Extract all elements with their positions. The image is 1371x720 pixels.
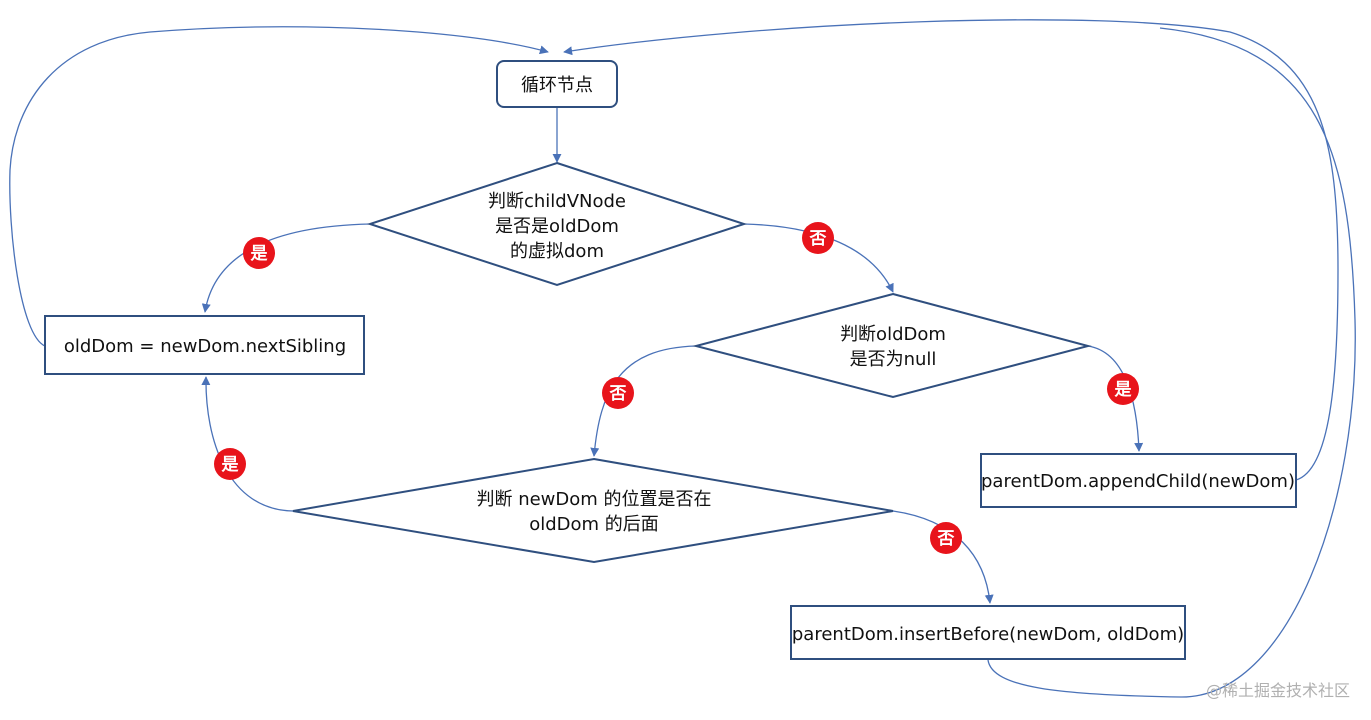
node-append-child-box bbox=[980, 453, 1297, 508]
badge-label: 是 bbox=[222, 455, 239, 475]
badge-circle bbox=[214, 448, 246, 480]
edge-insert-before-to-loop bbox=[987, 27, 1356, 698]
node-is-virtual: 判断childVNode 是否是oldDom 的虚拟dom bbox=[366, 161, 748, 287]
node-is-after-line-1: 判断 newDom 的位置是否在 bbox=[476, 489, 711, 510]
node-is-virtual-line-1: 判断childVNode bbox=[488, 191, 626, 212]
badge-is-virtual-yes: 是 bbox=[243, 237, 275, 269]
edge-is-null-no bbox=[590, 345, 697, 457]
node-is-null: 判断oldDom 是否为null bbox=[692, 292, 1092, 399]
badge-is-null-no: 否 bbox=[602, 377, 634, 409]
badge-label: 否 bbox=[809, 229, 827, 249]
edge-next-sibling-to-loop bbox=[9, 26, 549, 347]
badge-circle bbox=[243, 237, 275, 269]
badge-circle bbox=[930, 522, 962, 554]
badge-label: 是 bbox=[1115, 380, 1132, 400]
node-is-after: 判断 newDom 的位置是否在 oldDom 的后面 bbox=[292, 457, 894, 564]
badge-is-virtual-no: 否 bbox=[802, 222, 834, 254]
node-is-virtual-line-2: 是否是oldDom bbox=[495, 216, 619, 237]
node-append-child-label: parentDom.appendChild(newDom) bbox=[981, 471, 1295, 492]
node-is-after-line-2: oldDom 的后面 bbox=[529, 514, 659, 535]
node-next-sibling: oldDom = newDom.nextSibling bbox=[44, 315, 365, 375]
node-loop: 循环节点 bbox=[496, 60, 618, 108]
edge-is-after-yes bbox=[201, 376, 294, 512]
node-is-after-shape bbox=[292, 457, 894, 564]
node-is-null-line-2: 是否为null bbox=[850, 349, 937, 370]
badge-label: 是 bbox=[251, 244, 268, 264]
node-loop-box bbox=[496, 60, 618, 108]
node-insert-before-box bbox=[790, 605, 1186, 660]
node-next-sibling-label: oldDom = newDom.nextSibling bbox=[64, 336, 346, 357]
badge-circle bbox=[1107, 373, 1139, 405]
badge-circle bbox=[802, 222, 834, 254]
badge-label: 否 bbox=[609, 384, 627, 404]
node-next-sibling-box bbox=[44, 315, 365, 375]
edge-is-virtual-yes bbox=[201, 223, 371, 313]
node-is-virtual-shape bbox=[366, 161, 748, 287]
edge-is-after-no bbox=[892, 510, 994, 604]
badge-label: 否 bbox=[937, 529, 955, 549]
node-insert-before: parentDom.insertBefore(newDom, oldDom) bbox=[790, 605, 1186, 660]
node-is-null-shape bbox=[692, 292, 1092, 399]
badge-is-null-yes: 是 bbox=[1107, 373, 1139, 405]
node-insert-before-label: parentDom.insertBefore(newDom, oldDom) bbox=[792, 624, 1184, 645]
node-append-child: parentDom.appendChild(newDom) bbox=[980, 453, 1297, 508]
badge-is-after-yes: 是 bbox=[214, 448, 246, 480]
node-is-virtual-line-3: 的虚拟dom bbox=[510, 241, 604, 262]
watermark: @稀土掘金技术社区 bbox=[1206, 681, 1350, 700]
edge-append-child-to-loop bbox=[563, 19, 1339, 481]
node-loop-label: 循环节点 bbox=[521, 75, 593, 96]
badge-circle bbox=[602, 377, 634, 409]
edge-is-virtual-no bbox=[743, 223, 894, 293]
node-is-null-line-1: 判断oldDom bbox=[840, 324, 946, 345]
badge-is-after-no: 否 bbox=[930, 522, 962, 554]
